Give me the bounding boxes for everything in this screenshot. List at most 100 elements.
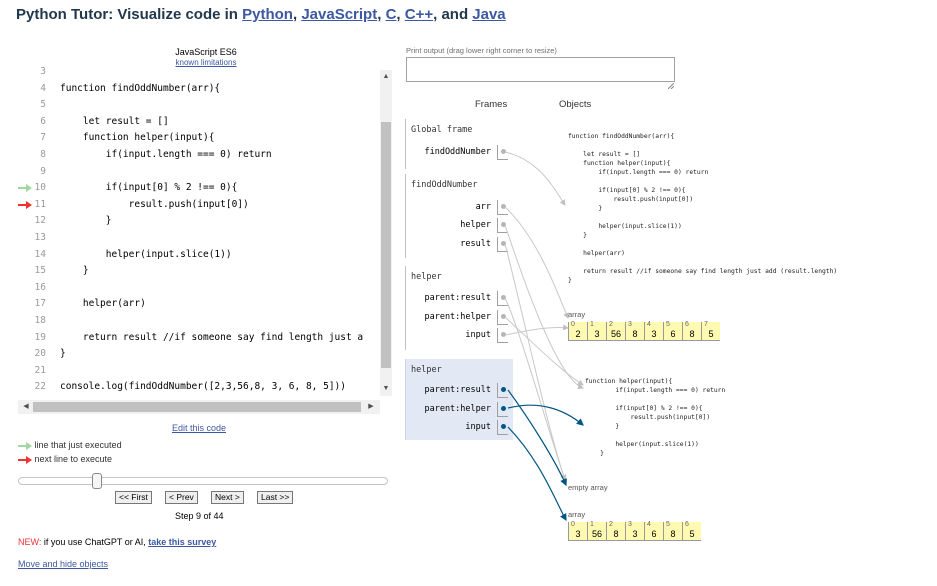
array-index: 2 <box>609 521 613 528</box>
array-value: 8 <box>670 529 676 539</box>
step-indicator: Step 9 of 44 <box>175 511 224 521</box>
code-line: 7 function helper(input){ <box>18 130 380 146</box>
frames-header: Frames <box>475 99 508 110</box>
line-code: helper(input.slice(1)) <box>60 248 232 260</box>
print-output-label: Print output (drag lower right corner to… <box>406 46 557 55</box>
line-code: helper(arr) <box>60 298 146 310</box>
legend-executed-text: line that just executed <box>34 440 122 450</box>
array-index: 7 <box>704 321 708 328</box>
line-number: 4 <box>40 82 46 94</box>
next-button[interactable]: Next > <box>211 491 244 504</box>
link-cpp[interactable]: C++ <box>404 6 434 23</box>
empty-array-label: empty array <box>568 483 608 492</box>
var-pointer-slot <box>497 402 508 417</box>
array-index: 6 <box>685 321 689 328</box>
step-slider-handle[interactable] <box>91 473 102 489</box>
scroll-up-arrow-icon[interactable]: ▲ <box>382 73 390 80</box>
code-line: 9 <box>18 164 380 180</box>
arrow-helper <box>504 224 584 390</box>
pointer-dot <box>501 222 506 227</box>
var-name: parent:helper <box>424 312 491 322</box>
arrow-parent-helper-2 <box>507 404 584 426</box>
array-value: 3 <box>594 329 600 339</box>
pointer-dot <box>501 387 506 392</box>
code-line: 18 <box>18 313 380 329</box>
separator: , <box>377 6 386 23</box>
pointer-dot <box>501 241 506 246</box>
line-number: 12 <box>34 215 46 227</box>
code-line: 8 if(input.length === 0) return <box>18 147 380 163</box>
print-output-box[interactable] <box>406 57 675 82</box>
survey-link[interactable]: take this survey <box>148 537 217 547</box>
var-pointer-slot <box>497 328 508 343</box>
array-value: 8 <box>613 529 619 539</box>
scroll-down-arrow-icon[interactable]: ▼ <box>382 385 390 392</box>
array-index: 3 <box>628 521 632 528</box>
line-number: 3 <box>40 66 46 77</box>
scroll-right-arrow-icon[interactable]: ▶ <box>368 403 374 410</box>
array-value: 8 <box>632 329 638 339</box>
code-horizontal-scroll-thumb[interactable] <box>33 402 361 412</box>
line-number: 21 <box>34 364 46 376</box>
frame-title: helper <box>411 365 442 375</box>
arrow-result <box>504 243 567 481</box>
arrow-parent-result-2 <box>507 389 567 487</box>
line-number: 8 <box>40 149 46 160</box>
line-number: 16 <box>34 281 46 293</box>
line-code: } <box>60 348 66 360</box>
array-index: 1 <box>590 321 594 328</box>
var-name: input <box>465 422 491 432</box>
array-index: 4 <box>647 321 651 328</box>
frame-title: Global frame <box>411 125 473 135</box>
next-arrow-icon <box>18 455 32 464</box>
last-button[interactable]: Last >> <box>257 491 294 504</box>
prev-button[interactable]: < Prev <box>165 491 198 504</box>
first-button[interactable]: << First <box>115 491 152 504</box>
new-label: NEW: <box>18 537 42 547</box>
known-limitations-link[interactable]: known limitations <box>175 58 237 67</box>
survey-text: if you use ChatGPT or AI, <box>41 537 149 547</box>
executed-arrow-icon <box>18 441 32 450</box>
global-frame: Global frame findOddNumber <box>405 119 513 169</box>
array-index: 5 <box>666 521 670 528</box>
link-javascript[interactable]: JavaScript <box>301 6 378 23</box>
scroll-left-arrow-icon[interactable]: ◀ <box>23 403 29 410</box>
arrow-parent-helper-1 <box>504 316 584 386</box>
code-line: 5 <box>18 97 380 113</box>
move-hide-objects-link[interactable]: Move and hide objects <box>18 559 109 569</box>
arrow-input-1 <box>504 324 569 336</box>
var-name: result <box>460 239 491 249</box>
var-pointer-slot <box>497 218 508 233</box>
link-java[interactable]: Java <box>472 6 506 23</box>
code-line: 13 <box>18 230 380 246</box>
link-python[interactable]: Python <box>242 6 293 23</box>
line-code: if(input.length === 0) return <box>60 149 272 160</box>
resize-handle-icon[interactable] <box>668 83 674 89</box>
link-c[interactable]: C <box>385 6 397 23</box>
var-pointer-slot <box>497 383 508 398</box>
line-code: result.push(input[0]) <box>60 198 249 210</box>
pointer-dot <box>501 332 506 337</box>
line-code: function helper(input){ <box>60 132 215 144</box>
frame-helper-1: helper parent:result parent:helper input <box>405 266 513 350</box>
step-slider[interactable] <box>18 477 388 485</box>
code-line: 3 <box>18 66 380 80</box>
var-pointer-slot <box>497 200 508 215</box>
code-vertical-scroll-thumb[interactable] <box>381 122 391 368</box>
code-line: 21 <box>18 363 380 379</box>
array-index: 4 <box>647 521 651 528</box>
edit-code-link[interactable]: Edit this code <box>172 423 227 433</box>
frame-helper-2-active: helper parent:result parent:helper input <box>405 359 513 440</box>
array-value: 6 <box>670 329 676 339</box>
